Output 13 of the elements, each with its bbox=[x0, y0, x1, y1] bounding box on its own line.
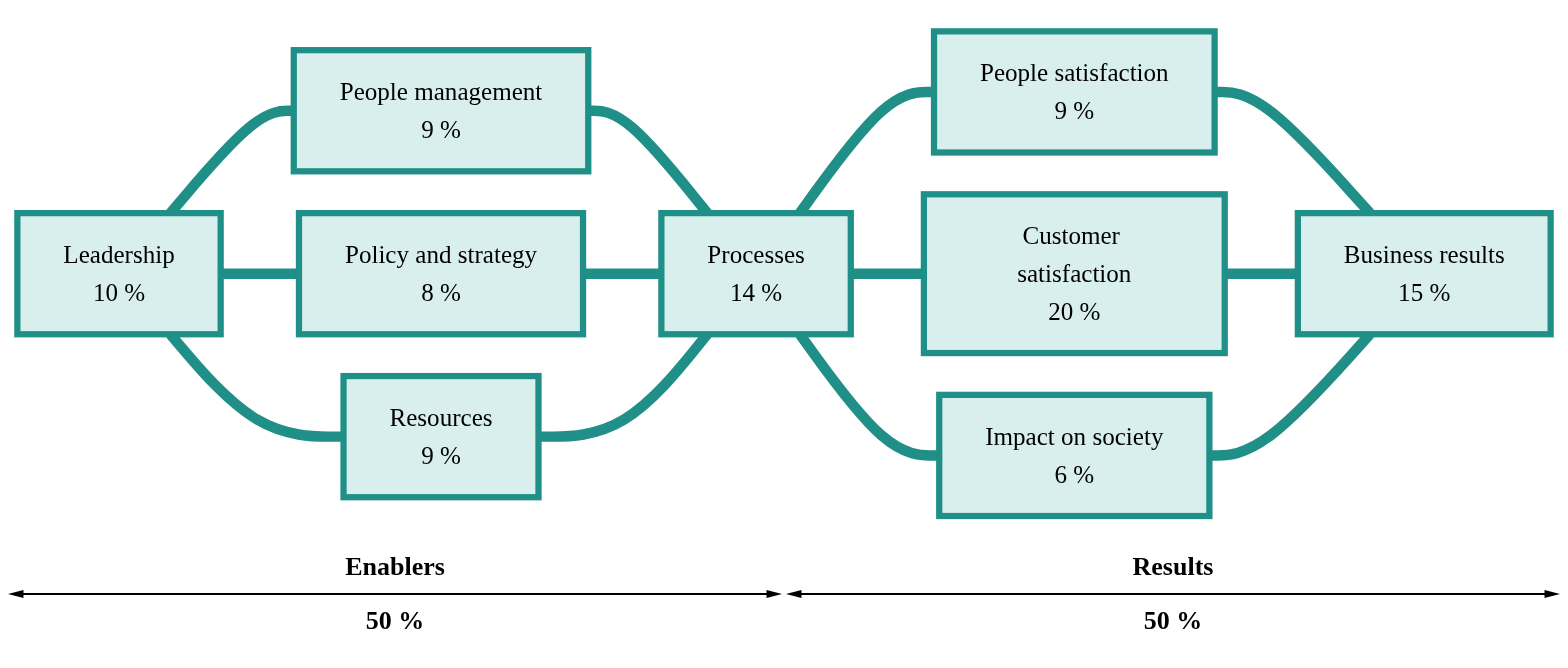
node-box: People satisfaction 9 % bbox=[930, 28, 1218, 156]
node-box: Policy and strategy 8 % bbox=[295, 210, 587, 338]
section-label: Results bbox=[1132, 552, 1214, 582]
node-box: Resources 9 % bbox=[340, 373, 542, 501]
node-box: People management 9 % bbox=[290, 47, 592, 175]
node-box: Leadership 10 % bbox=[14, 210, 224, 338]
node-box: Processes 14 % bbox=[658, 210, 854, 338]
percentage-label: 50 % bbox=[1143, 606, 1203, 636]
node-box: Impact on society 6 % bbox=[936, 392, 1213, 520]
node-box: Customer satisfaction 20 % bbox=[920, 191, 1228, 357]
percentage-label: 50 % bbox=[365, 606, 425, 636]
node-box: Business results 15 % bbox=[1294, 210, 1554, 338]
section-label: Enablers bbox=[345, 552, 445, 582]
